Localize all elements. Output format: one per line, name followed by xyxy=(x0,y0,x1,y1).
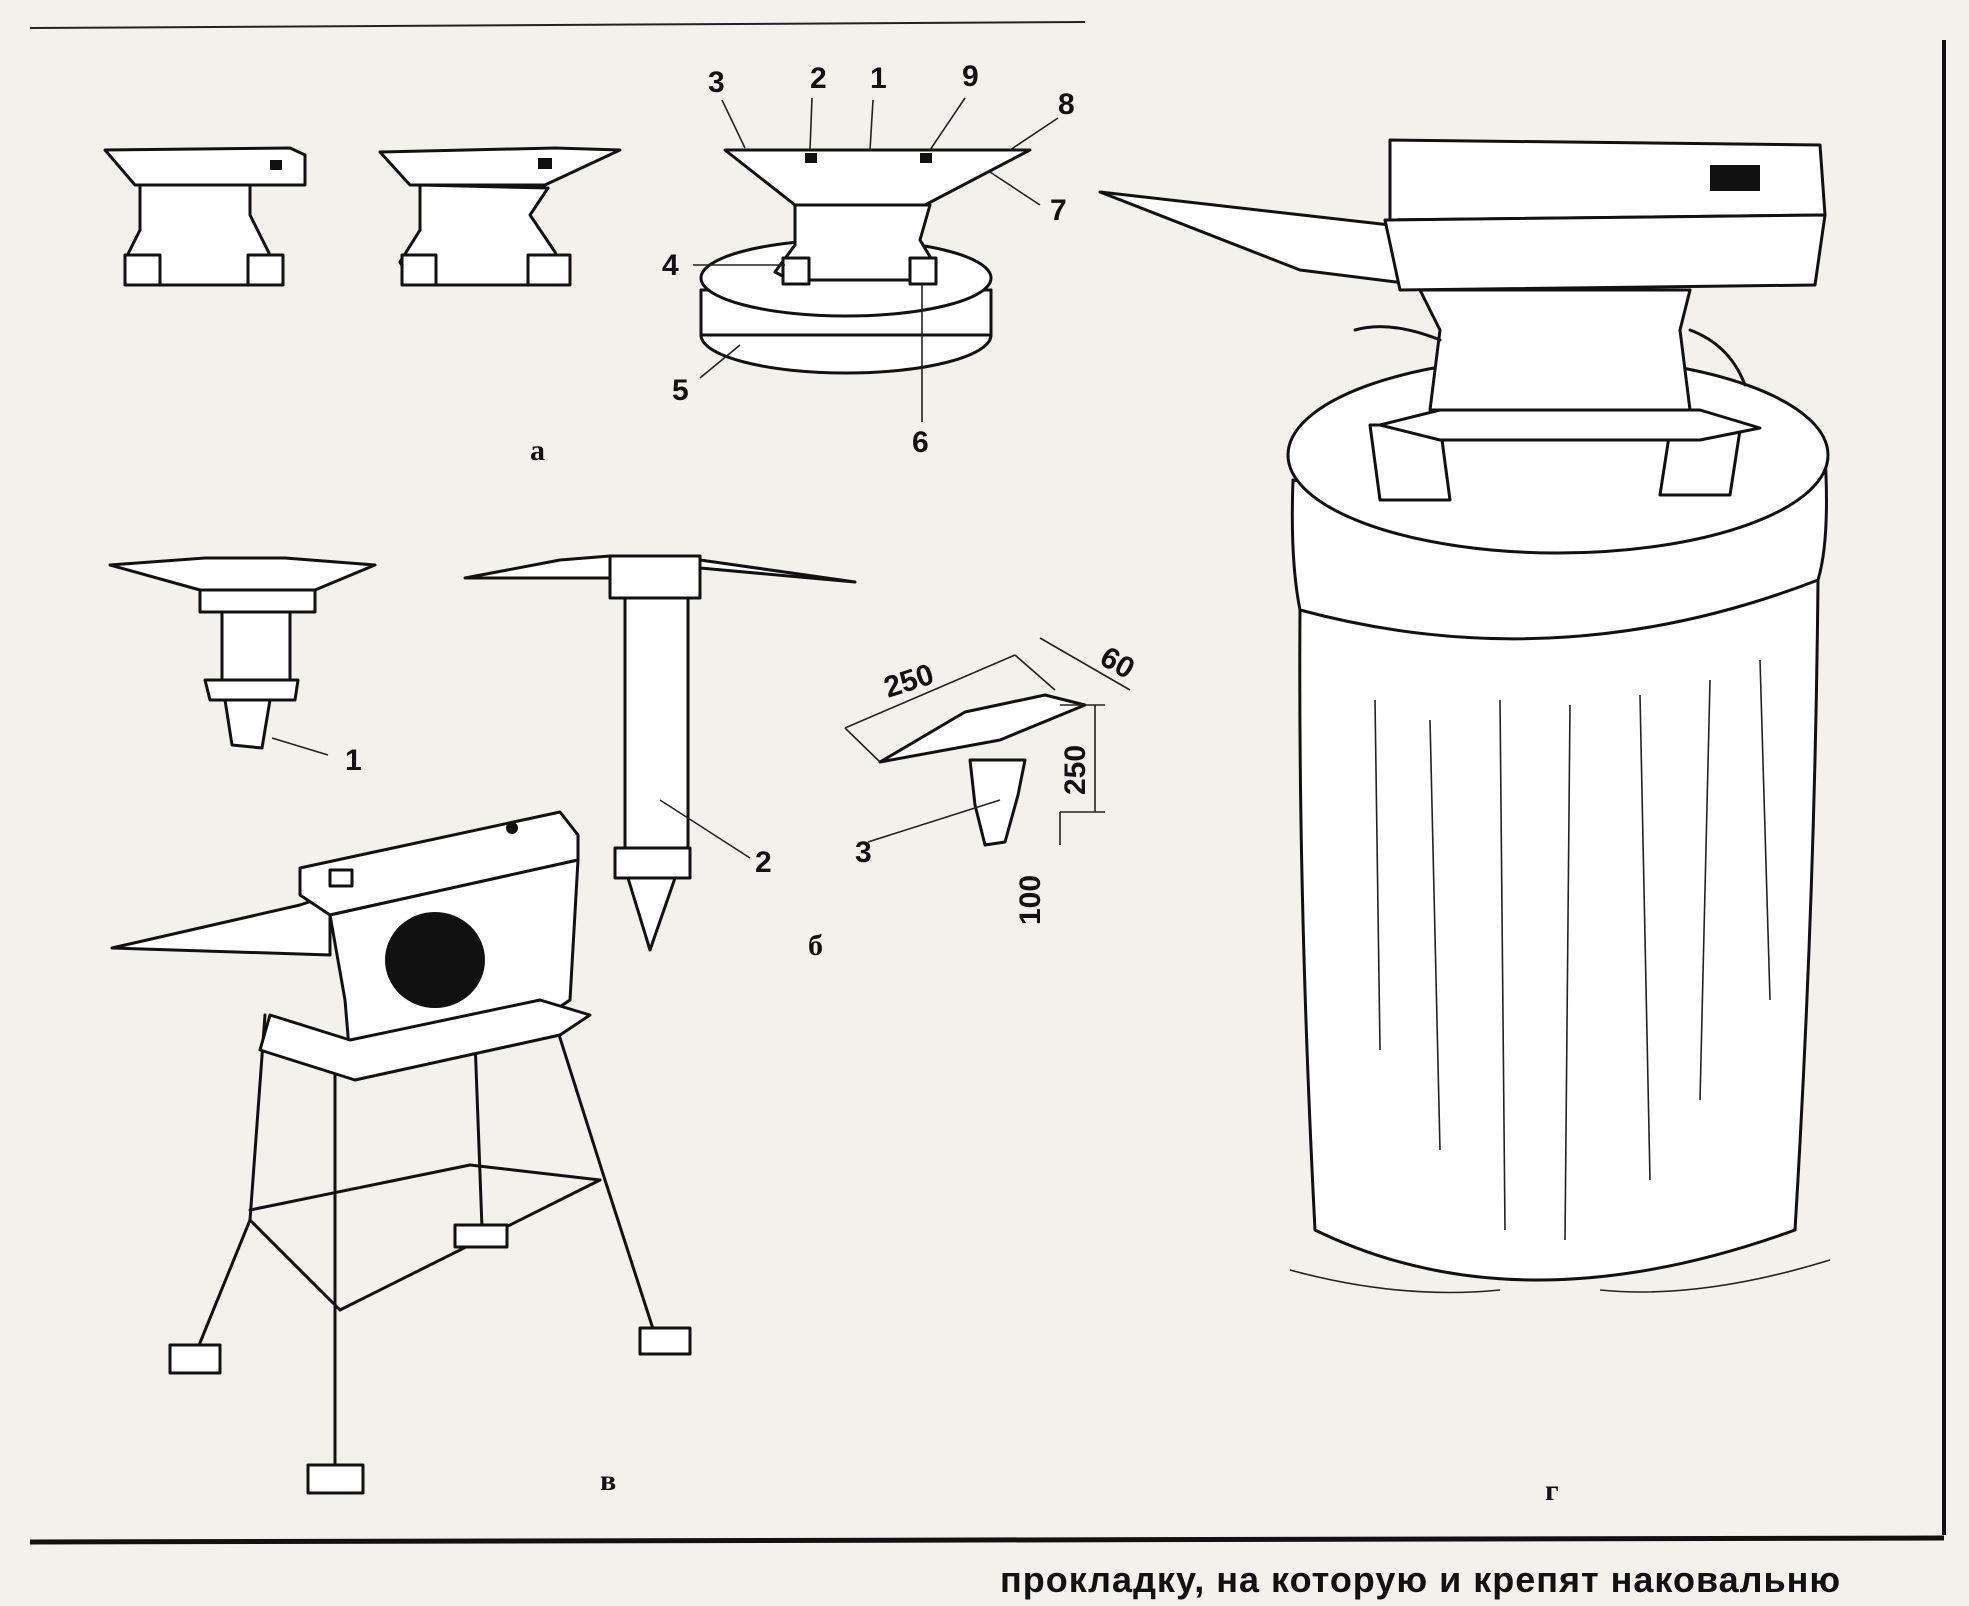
panel-c-letter: в xyxy=(600,1464,616,1497)
dim-shank: 100 xyxy=(1014,875,1047,925)
panel-d: г xyxy=(1098,138,1831,1507)
panel-b: 1 2 3 250 60 250 100 б xyxy=(108,554,1140,962)
anvil-stand xyxy=(168,998,692,1495)
top-rule xyxy=(29,21,1086,29)
dim-height: 250 xyxy=(1059,745,1092,795)
anvil-on-stump xyxy=(1098,138,1827,502)
callout-a-5: 5 xyxy=(672,374,689,407)
dim-length: 250 xyxy=(880,658,938,705)
callout-a-9: 9 xyxy=(962,60,979,93)
bottom-rule xyxy=(29,1535,1945,1545)
callout-a-2: 2 xyxy=(810,62,827,95)
panel-c: в xyxy=(110,810,692,1497)
callout-a-6: 6 xyxy=(912,426,929,459)
anvil-single-horn-large xyxy=(378,146,622,287)
stake-anvil-2 xyxy=(463,554,857,952)
callout-b-2: 2 xyxy=(755,846,772,879)
panel-b-letter: б xyxy=(808,929,823,962)
anvil-on-stand xyxy=(110,810,592,1082)
callout-a-4: 4 xyxy=(662,249,679,282)
callout-a-7: 7 xyxy=(1050,194,1067,227)
callout-b-3: 3 xyxy=(855,836,872,869)
wooden-stump xyxy=(1286,355,1831,1294)
callout-a-8: 8 xyxy=(1058,88,1075,121)
stake-anvil-1 xyxy=(108,556,377,756)
panel-a: 3 2 1 9 8 7 4 5 6 а xyxy=(103,60,1075,467)
panel-a-letter: а xyxy=(530,434,545,467)
stake-anvil-3 xyxy=(844,637,1131,847)
anvil-single-horn-small xyxy=(103,146,307,287)
panel-d-letter: г xyxy=(1545,1474,1559,1507)
footer-text-fragment: прокладку, на которую и крепят наковальн… xyxy=(1000,1560,1842,1600)
panel-a-leaders xyxy=(693,97,1059,422)
anvil-on-block xyxy=(699,148,1032,375)
callout-a-3: 3 xyxy=(708,66,725,99)
dim-width: 60 xyxy=(1095,640,1140,685)
callout-a-1: 1 xyxy=(870,62,887,95)
callout-b-1: 1 xyxy=(345,744,362,777)
